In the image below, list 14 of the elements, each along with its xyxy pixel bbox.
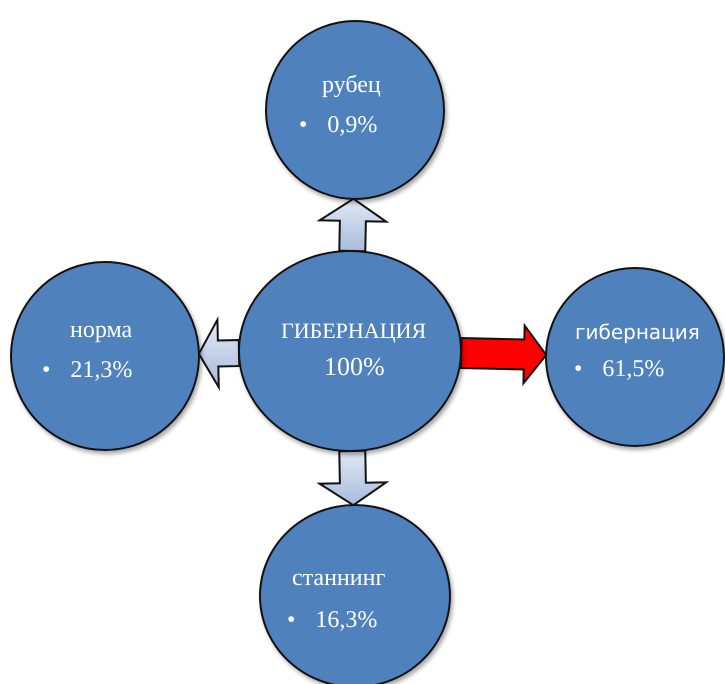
percentage-value: • 21,3% [42,357,132,384]
node-title: рубец [322,72,381,99]
node-title: гибернация [575,320,700,344]
block-arrow [316,450,390,506]
node-title: ГИБЕРНАЦИЯ [281,318,426,344]
percentage-value: • 16,3% [287,607,378,634]
percentage-value: 100% [324,352,385,382]
node-title: станнинг [292,565,386,592]
node-title: норма [70,317,132,344]
block-arrow [460,322,548,386]
percentage-value: • 61,5% [574,356,664,383]
block-arrow [198,316,240,392]
block-arrow [316,198,390,252]
percentage-value: • 0,9% [299,112,378,139]
